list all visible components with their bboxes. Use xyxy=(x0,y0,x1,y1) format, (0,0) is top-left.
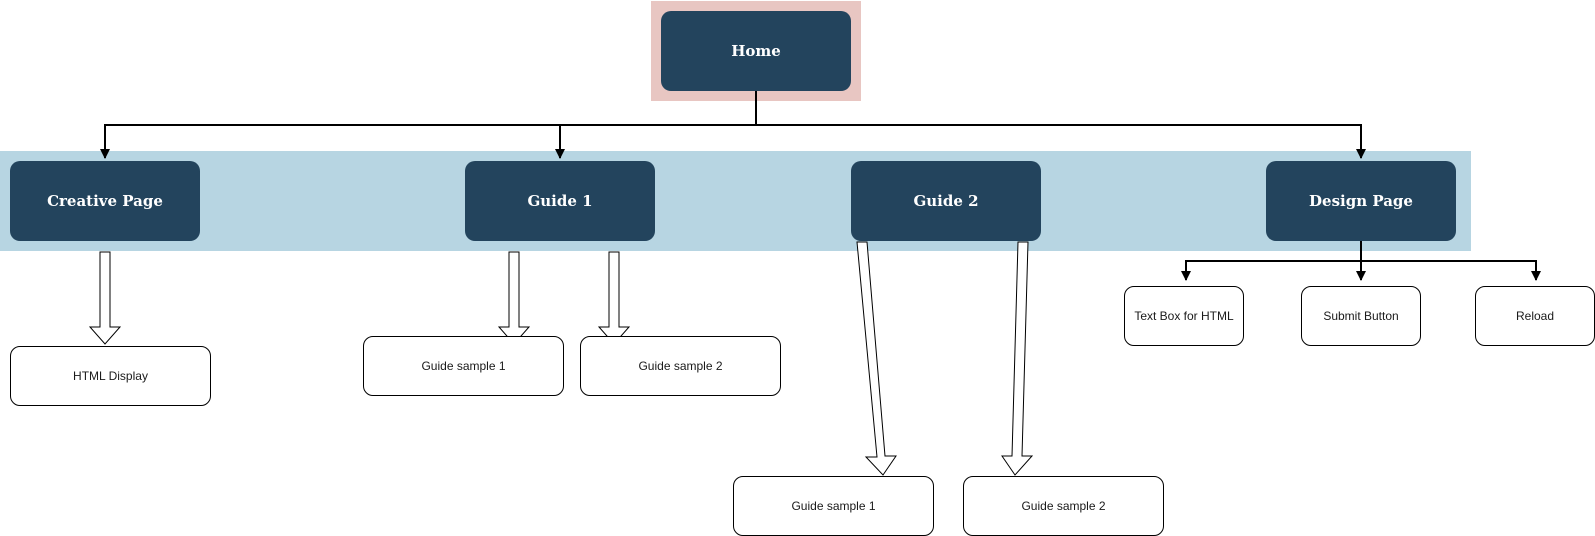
node-submit-button-label: Submit Button xyxy=(1323,309,1399,323)
node-guide2-sample-1: Guide sample 1 xyxy=(733,476,934,536)
connector-home-to-guide1 xyxy=(555,124,756,159)
node-guide2-sample-2-label: Guide sample 2 xyxy=(1021,499,1106,513)
node-guide-2-label: Guide 2 xyxy=(913,192,979,210)
connector-design-to-reload xyxy=(1361,260,1541,281)
node-design-page: Design Page xyxy=(1266,161,1456,241)
connector-home-to-creative xyxy=(100,91,757,159)
node-design-page-label: Design Page xyxy=(1309,192,1413,210)
block-arrow-guide2-to-sample2 xyxy=(1001,241,1034,476)
node-guide-1-label: Guide 1 xyxy=(527,192,593,210)
node-guide-2: Guide 2 xyxy=(851,161,1041,241)
block-arrow-guide1-to-sample1 xyxy=(497,251,531,345)
node-guide1-sample-1-label: Guide sample 1 xyxy=(421,359,506,373)
block-arrow-creative-to-html xyxy=(88,251,122,345)
node-home-label: Home xyxy=(731,42,781,60)
node-home: Home xyxy=(661,11,851,91)
node-html-display: HTML Display xyxy=(10,346,211,406)
node-text-box-for-html-label: Text Box for HTML xyxy=(1134,309,1234,323)
node-guide1-sample-1: Guide sample 1 xyxy=(363,336,564,396)
node-text-box-for-html: Text Box for HTML xyxy=(1124,286,1244,346)
connector-design-to-textbox xyxy=(1181,241,1362,281)
section-band xyxy=(0,151,1471,251)
node-creative-page: Creative Page xyxy=(10,161,200,241)
connector-home-to-design xyxy=(756,124,1366,159)
node-creative-page-label: Creative Page xyxy=(47,192,163,210)
block-arrow-guide2-to-sample1 xyxy=(856,241,897,476)
node-reload: Reload xyxy=(1475,286,1595,346)
node-guide1-sample-2-label: Guide sample 2 xyxy=(638,359,723,373)
node-guide1-sample-2: Guide sample 2 xyxy=(580,336,781,396)
node-submit-button: Submit Button xyxy=(1301,286,1421,346)
node-reload-label: Reload xyxy=(1515,309,1555,323)
block-arrow-guide1-to-sample2 xyxy=(597,251,631,345)
node-guide2-sample-2: Guide sample 2 xyxy=(963,476,1164,536)
node-html-display-label: HTML Display xyxy=(73,369,148,383)
node-guide2-sample-1-label: Guide sample 1 xyxy=(791,499,876,513)
node-guide-1: Guide 1 xyxy=(465,161,655,241)
